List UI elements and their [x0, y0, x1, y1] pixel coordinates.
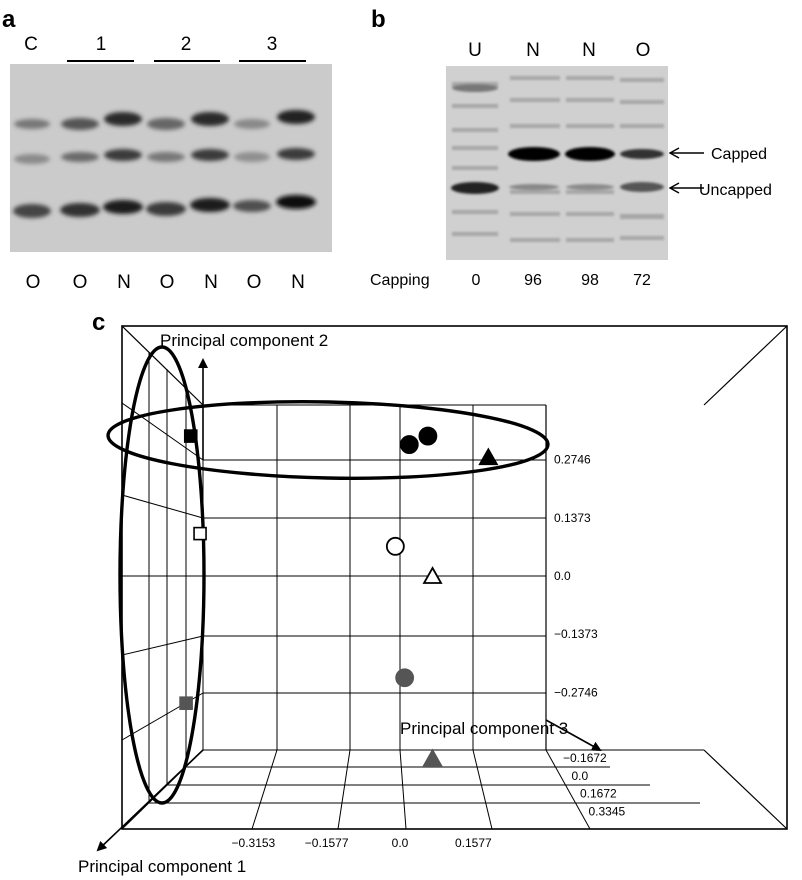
cluster-ellipse-top [106, 400, 550, 480]
lane-b-label-u: U [468, 40, 482, 61]
pc1-tick-label: 0.0 [392, 836, 409, 850]
capped-arrow-head [668, 147, 680, 159]
group-label-1: 1 [96, 34, 107, 55]
pc1-tick-label: −0.3153 [232, 836, 276, 850]
panel-b: b U N N O [370, 6, 772, 289]
lane-b-label-o: O [636, 40, 651, 61]
pc1-axis-arrow [96, 749, 204, 852]
circle-point [395, 668, 415, 688]
pc2-tick-label: 0.1373 [554, 511, 591, 525]
capping-value-n1: 96 [524, 272, 542, 289]
circle-point [418, 426, 438, 446]
pc3-axis-arrow [545, 719, 602, 751]
square-point [179, 696, 193, 711]
triangle-point [422, 566, 443, 584]
cluster-ellipse-left [118, 345, 206, 805]
pc3-tick-label: 0.0 [572, 769, 589, 783]
back-wall-grid [202, 404, 547, 751]
square-point [193, 526, 207, 541]
lane-a-1-label: O [26, 272, 41, 293]
lane-a-7-label: N [291, 272, 305, 293]
pc2-tick-label: 0.2746 [554, 453, 591, 467]
lane-b-label-n2: N [582, 40, 596, 61]
lane-a-4-label: O [160, 272, 175, 293]
pc2-axis-label: Principal component 2 [160, 331, 328, 350]
circle-point [385, 536, 405, 556]
capped-label: Capped [711, 146, 767, 163]
pc3-tick-label: 0.1672 [580, 787, 617, 801]
lane-label-control: C [24, 34, 38, 55]
capping-value-n2: 98 [581, 272, 599, 289]
pc1-tick-label: 0.1577 [455, 836, 492, 850]
uncapped-label: Uncapped [699, 182, 772, 199]
plot-outer-box [121, 325, 788, 830]
pc3-tick-label: −0.1672 [563, 751, 607, 765]
lane-a-3-label: N [117, 272, 131, 293]
pc1-tick-label: −0.1577 [305, 836, 349, 850]
gel-b-background [446, 66, 668, 260]
capping-value-o: 72 [633, 272, 651, 289]
triangle-point [478, 447, 499, 466]
lane-b-label-n1: N [526, 40, 540, 61]
triangle-point [422, 748, 443, 767]
square-point [183, 429, 198, 443]
uncapped-arrow-head [668, 182, 680, 194]
pc2-tick-label: −0.1373 [554, 627, 598, 641]
panel-c-label: c [92, 309, 105, 336]
pc2-tick-label: 0.0 [554, 569, 571, 583]
tick-labels: −0.3153 −0.1577 0.0 0.1577 0.2746 0.1373 0.0 −0… [232, 453, 626, 850]
pc2-tick-label: −0.2746 [554, 685, 598, 699]
capping-label: Capping [370, 272, 430, 289]
pc1-axis-label: Principal component 1 [78, 857, 246, 876]
lane-a-6-label: O [247, 272, 262, 293]
pc3-axis-label: Principal component 3 [400, 719, 568, 738]
panel-b-label: b [371, 6, 386, 33]
gel-a-bands [13, 110, 316, 218]
panel-a: a C 1 2 3 [2, 6, 332, 293]
lane-a-5-label: N [204, 272, 218, 293]
panel-a-label: a [2, 6, 16, 33]
circle-point [399, 435, 419, 454]
group-label-2: 2 [181, 34, 192, 55]
group-label-3: 3 [267, 34, 278, 55]
floor-grid [149, 749, 704, 830]
perspective-lines [121, 325, 788, 830]
pc3-tick-label: 0.3345 [589, 804, 626, 818]
lane-a-2-label: O [73, 272, 88, 293]
panel-c: c [78, 309, 788, 876]
capping-value-u: 0 [472, 272, 481, 289]
scatter-points [179, 426, 499, 767]
gel-b-bands [451, 76, 664, 242]
